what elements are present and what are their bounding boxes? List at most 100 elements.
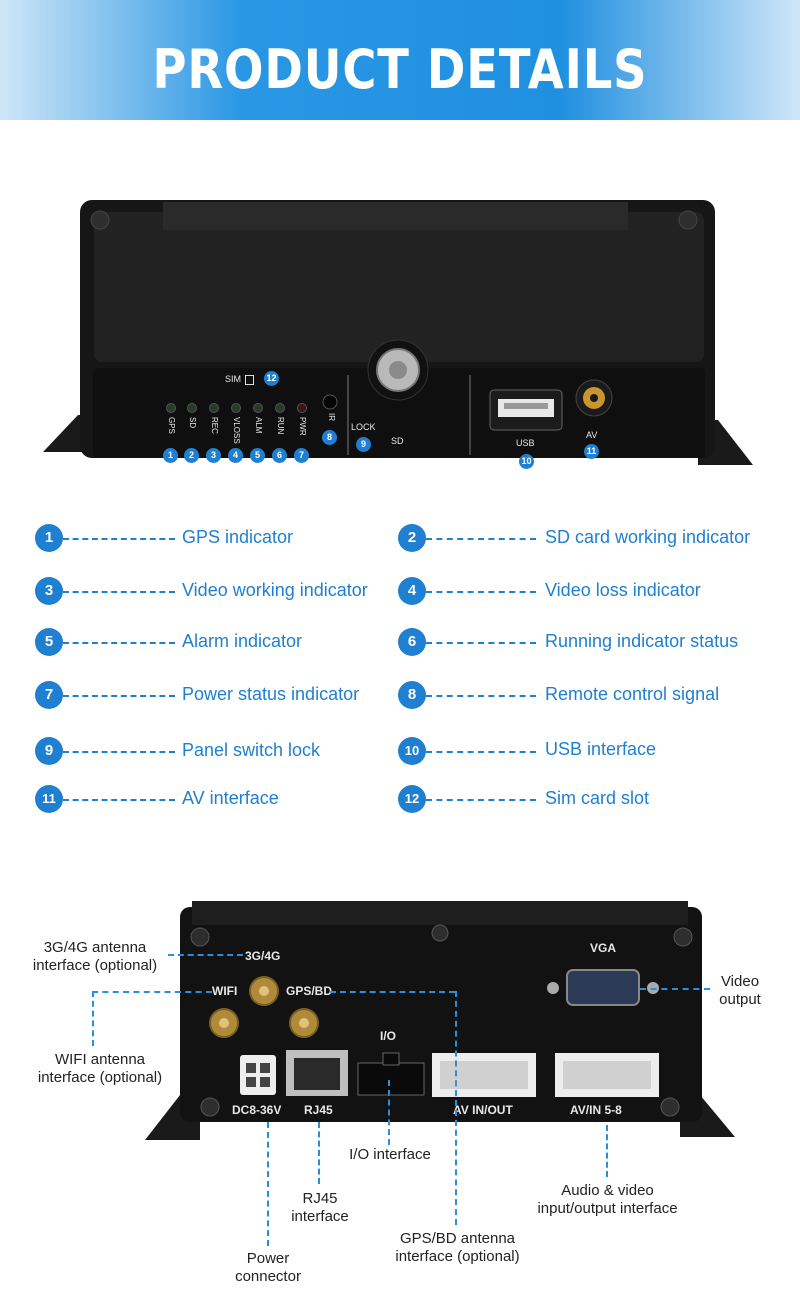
- label-gps-bd: GPS/BD: [286, 984, 333, 998]
- legend-badge-5: 5: [35, 628, 63, 656]
- callout-7: 7: [294, 448, 309, 463]
- callout-6: 6: [272, 448, 287, 463]
- front-device-illustration: [43, 200, 753, 465]
- callout-12: 12: [264, 371, 279, 386]
- legend-label-12: Sim card slot: [545, 788, 650, 808]
- callout-11: 11: [584, 444, 599, 459]
- legend-label-11: AV interface: [182, 788, 279, 808]
- leader-line: [92, 991, 94, 1046]
- rear-device-illustration: [145, 901, 735, 1140]
- callout-2: 2: [184, 448, 199, 463]
- led-pwr: [297, 403, 307, 413]
- label-3g4g: 3G/4G: [245, 949, 281, 963]
- usb-label: USB: [516, 438, 535, 448]
- leader-line: [606, 1125, 608, 1177]
- legend-label-2: SD card working indicator: [545, 527, 751, 547]
- leader-line: [92, 991, 212, 993]
- header-banner: PRODUCT DETAILS: [0, 0, 800, 120]
- leader-line: [318, 1122, 320, 1184]
- page-title: PRODUCT DETAILS: [152, 38, 648, 101]
- callout-1: 1: [163, 448, 178, 463]
- front-panel-device: SIM GPS SD REC VLOSS ALM RUN PWR IR LOCK…: [38, 180, 758, 480]
- legend-dash: [63, 695, 175, 697]
- legend-dash: [426, 642, 536, 644]
- annotation-3g4g-antenna: 3G/4G antenna interface (optional): [32, 939, 158, 974]
- ir-label: IR: [327, 413, 336, 421]
- legend-badge-9: 9: [35, 737, 63, 765]
- callout-4: 4: [228, 448, 243, 463]
- rear-panel-device: 3G/4G WIFI GPS/BD VGA I/O DC8-36V RJ45 A…: [140, 895, 740, 1145]
- legend-badge-11: 11: [35, 785, 63, 813]
- av-label: AV: [586, 430, 598, 440]
- annotation-io-interface: I/O interface: [349, 1146, 431, 1163]
- legend-badge-12: 12: [398, 785, 426, 813]
- leader-line: [267, 1122, 269, 1246]
- label-av-in-out: AV IN/OUT: [453, 1103, 513, 1117]
- led-label-rec: REC: [210, 417, 219, 434]
- callout-3: 3: [206, 448, 221, 463]
- led-gps: [166, 403, 176, 413]
- legend-dash: [63, 799, 175, 801]
- led-run: [275, 403, 285, 413]
- sim-slot-label: SIM: [225, 374, 242, 384]
- label-av-in-5-8: AV/IN 5-8: [570, 1103, 622, 1117]
- label-rj45: RJ45: [304, 1103, 333, 1117]
- led-sd: [187, 403, 197, 413]
- lock-label: LOCK: [351, 422, 376, 432]
- legend-dash: [426, 591, 536, 593]
- legend-dash: [63, 642, 175, 644]
- led-rec: [209, 403, 219, 413]
- led-label-alm: ALM: [254, 417, 263, 434]
- legend-dash: [63, 751, 175, 753]
- annotation-video-output: Video output: [719, 973, 761, 1008]
- annotation-gps-antenna: GPS/BD antenna interface (optional): [395, 1230, 520, 1265]
- leader-line: [168, 954, 243, 956]
- callout-5: 5: [250, 448, 265, 463]
- led-label-sd: SD: [188, 417, 197, 429]
- annotation-audio-video: Audio & video input/output interface: [537, 1182, 678, 1217]
- leader-line: [330, 991, 455, 993]
- led-label-run: RUN: [276, 417, 285, 435]
- legend-label-9: Panel switch lock: [182, 740, 321, 760]
- annotation-rj45: RJ45 interface: [291, 1190, 349, 1225]
- legend-badge-8: 8: [398, 681, 426, 709]
- legend-label-3: Video working indicator: [182, 580, 368, 600]
- legend-label-5: Alarm indicator: [182, 631, 303, 651]
- legend-label-4: Video loss indicator: [545, 580, 701, 600]
- legend-label-6: Running indicator status: [545, 631, 739, 651]
- legend-dash: [426, 695, 536, 697]
- led-vloss: [231, 403, 241, 413]
- legend-label-8: Remote control signal: [545, 684, 720, 704]
- led-label-pwr: PWR: [298, 417, 307, 436]
- legend-dash: [63, 538, 175, 540]
- legend-badge-2: 2: [398, 524, 426, 552]
- annotation-wifi-antenna: WIFI antenna interface (optional): [37, 1051, 163, 1086]
- legend-badge-3: 3: [35, 577, 63, 605]
- leader-line: [455, 991, 457, 1225]
- legend-label-1: GPS indicator: [182, 527, 294, 547]
- legend-badge-4: 4: [398, 577, 426, 605]
- led-label-gps: GPS: [167, 417, 176, 434]
- leader-line: [388, 1080, 390, 1145]
- legend-label-7: Power status indicator: [182, 684, 360, 704]
- callout-10: 10: [519, 454, 534, 469]
- label-vga: VGA: [590, 941, 617, 955]
- legend-badge-10: 10: [398, 737, 426, 765]
- sd-slot-label: SD: [391, 436, 404, 446]
- legend-badge-6: 6: [398, 628, 426, 656]
- legend-dash: [426, 799, 536, 801]
- callout-9: 9: [356, 437, 371, 452]
- legend-dash: [63, 591, 175, 593]
- legend-label-10: USB interface: [545, 739, 657, 759]
- label-wifi: WIFI: [212, 984, 238, 998]
- legend-list: 1 GPS indicator 2 SD card working indica…: [0, 520, 800, 820]
- led-label-vloss: VLOSS: [232, 417, 241, 444]
- sim-card-icon: [245, 375, 254, 385]
- label-dc: DC8-36V: [232, 1103, 282, 1117]
- led-alm: [253, 403, 263, 413]
- leader-line: [640, 988, 710, 990]
- legend-dash: [426, 538, 536, 540]
- legend-badge-1: 1: [35, 524, 63, 552]
- callout-8: 8: [322, 430, 337, 445]
- label-io: I/O: [380, 1029, 397, 1043]
